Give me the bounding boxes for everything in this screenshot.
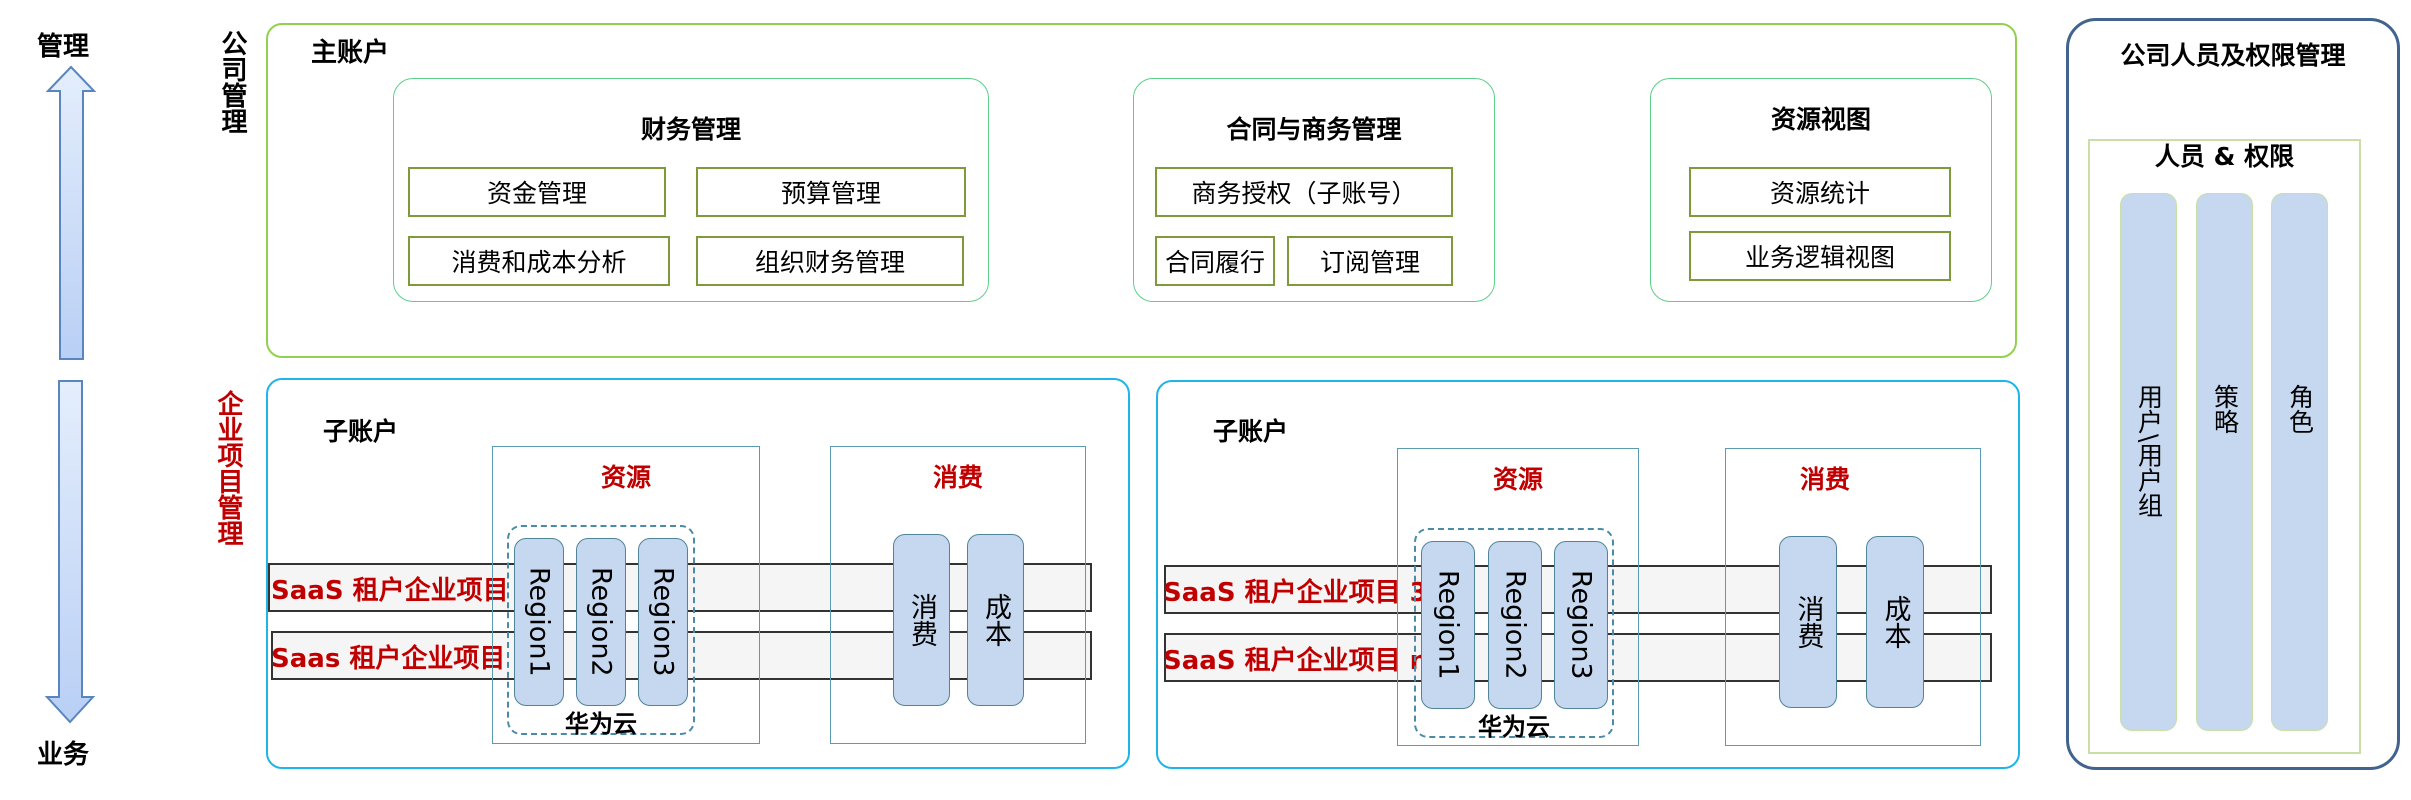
region-label: Region3 — [1565, 570, 1597, 680]
consumption-pill[interactable]: 消费 — [893, 534, 950, 706]
cost-pill[interactable]: 成本 — [967, 534, 1024, 706]
finance-item[interactable]: 资金管理 — [408, 167, 666, 217]
region-pill[interactable]: Region1 — [1421, 541, 1475, 709]
resource-section-title: 资源 — [1492, 465, 1543, 494]
roles-column[interactable]: 角色 — [2271, 193, 2328, 731]
sub-account-box — [1156, 380, 2020, 769]
company-management-label: 公司管理 — [217, 30, 247, 134]
axis-bottom-label: 业务 — [36, 740, 89, 770]
policies-column[interactable]: 策略 — [2196, 193, 2253, 731]
sub-account-title: 子账户 — [1213, 417, 1289, 446]
finance-title: 财务管理 — [640, 115, 741, 144]
region-pill[interactable]: Region3 — [1554, 541, 1608, 709]
finance-item[interactable]: 组织财务管理 — [696, 236, 964, 286]
region-pill[interactable]: Region2 — [576, 538, 626, 706]
resource-view-item[interactable]: 业务逻辑视图 — [1689, 231, 1951, 281]
cloud-group — [1414, 528, 1614, 738]
consumption-section-title: 消费 — [932, 463, 983, 492]
arrow-down-icon — [44, 380, 96, 724]
arrow-up-icon — [45, 65, 97, 360]
region-label: Region2 — [1499, 570, 1531, 680]
region-label: Region3 — [647, 567, 679, 677]
contract-item[interactable]: 合同履行 — [1155, 236, 1275, 286]
axis-top-label: 管理 — [36, 32, 89, 62]
resource-section-title: 资源 — [600, 463, 651, 492]
finance-item[interactable]: 消费和成本分析 — [408, 236, 670, 286]
resource-section — [1397, 448, 1639, 746]
cloud-label: 华为云 — [1478, 713, 1550, 741]
finance-item[interactable]: 预算管理 — [696, 167, 966, 217]
cloud-label: 华为云 — [565, 710, 637, 738]
sub-account-box — [266, 378, 1130, 769]
resource-section — [492, 446, 760, 744]
main-account-title: 主账户 — [311, 38, 390, 68]
sub-account-title: 子账户 — [323, 417, 399, 446]
region-pill[interactable]: Region1 — [514, 538, 564, 706]
consumption-section-title: 消费 — [1799, 465, 1850, 494]
people-panel-subtitle: 人员 & 权限 — [2154, 142, 2295, 171]
users-label: 用户\用户组 — [2134, 384, 2164, 518]
consumption-pill[interactable]: 消费 — [1779, 536, 1837, 708]
region-pill[interactable]: Region3 — [638, 538, 688, 706]
tenant-label: SaaS 租户企业项目 n — [1163, 646, 1429, 676]
people-panel-title: 公司人员及权限管理 — [2120, 41, 2346, 70]
people-inner-panel — [2088, 139, 2361, 754]
contract-item[interactable]: 商务授权（子账号） — [1155, 167, 1453, 217]
contract-item[interactable]: 订阅管理 — [1287, 236, 1453, 286]
region-pill[interactable]: Region2 — [1488, 541, 1542, 709]
enterprise-project-label: 企业项目管理 — [213, 390, 243, 546]
consumption-section — [830, 446, 1086, 744]
consumption-label: 消费 — [906, 593, 937, 647]
roles-label: 角色 — [2285, 384, 2315, 434]
main-account-box — [266, 23, 2017, 358]
resource-view-title: 资源视图 — [1770, 105, 1871, 134]
tenant-label: SaaS 租户企业项目 3 — [1163, 578, 1428, 608]
tenant-label: SaaS 租户企业项目 1 — [271, 576, 536, 606]
cost-label: 成本 — [980, 593, 1011, 647]
cost-label: 成本 — [1879, 595, 1911, 649]
cloud-group — [507, 525, 695, 735]
resource-view-item[interactable]: 资源统计 — [1689, 167, 1951, 217]
contract-title: 合同与商务管理 — [1226, 115, 1402, 144]
region-label: Region1 — [1432, 570, 1464, 680]
tenant-label: Saas 租户企业项目 2 — [271, 644, 533, 674]
users-column[interactable]: 用户\用户组 — [2120, 193, 2177, 731]
region-label: Region1 — [523, 567, 555, 677]
consumption-label: 消费 — [1792, 595, 1824, 649]
cost-pill[interactable]: 成本 — [1866, 536, 1924, 708]
region-label: Region2 — [585, 567, 617, 677]
people-permissions-panel — [2066, 18, 2400, 770]
policies-label: 策略 — [2210, 384, 2240, 434]
consumption-section — [1725, 448, 1981, 746]
